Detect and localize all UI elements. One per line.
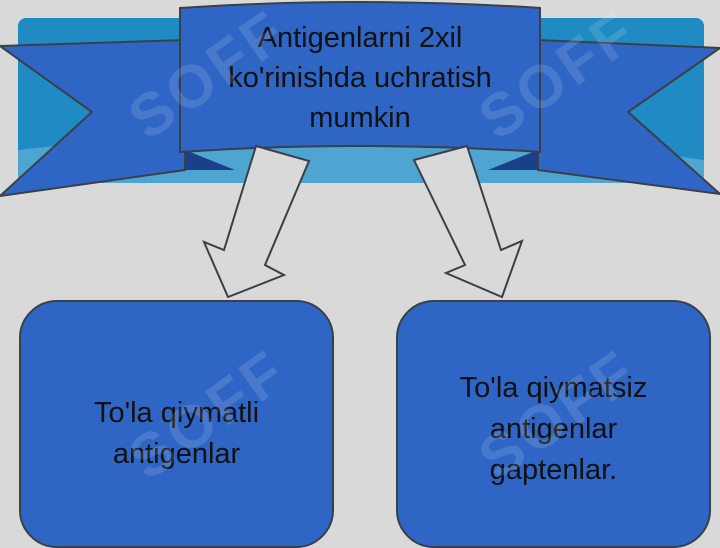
box-line: antigenlar (489, 412, 618, 445)
arrow-right (412, 144, 524, 299)
box-full-antigens: To'la qiymatli antigenlar (19, 300, 334, 548)
ribbon-left-tail (0, 38, 186, 198)
ribbon-fold-right (488, 150, 538, 170)
box-line: antigenlar (112, 438, 241, 470)
box-line: gaptenlar. (489, 453, 618, 486)
ribbon-center-panel (179, 1, 541, 154)
ribbon-fold-left (185, 150, 235, 170)
title-line: Antigenlarni 2xil (257, 22, 463, 54)
box-line: To'la qiymatsiz (459, 371, 648, 404)
ribbon-title: Antigenlarni 2xil ko'rinishda uchratish … (180, 18, 540, 138)
title-line: mumkin (309, 102, 411, 134)
arrow-left (202, 144, 311, 299)
ribbon-right-tail (537, 38, 720, 196)
box-line: To'la qiymatli (93, 397, 260, 429)
title-line: ko'rinishda uchratish (228, 62, 492, 94)
box-haptens: To'la qiymatsiz antigenlar gaptenlar. (396, 300, 711, 548)
